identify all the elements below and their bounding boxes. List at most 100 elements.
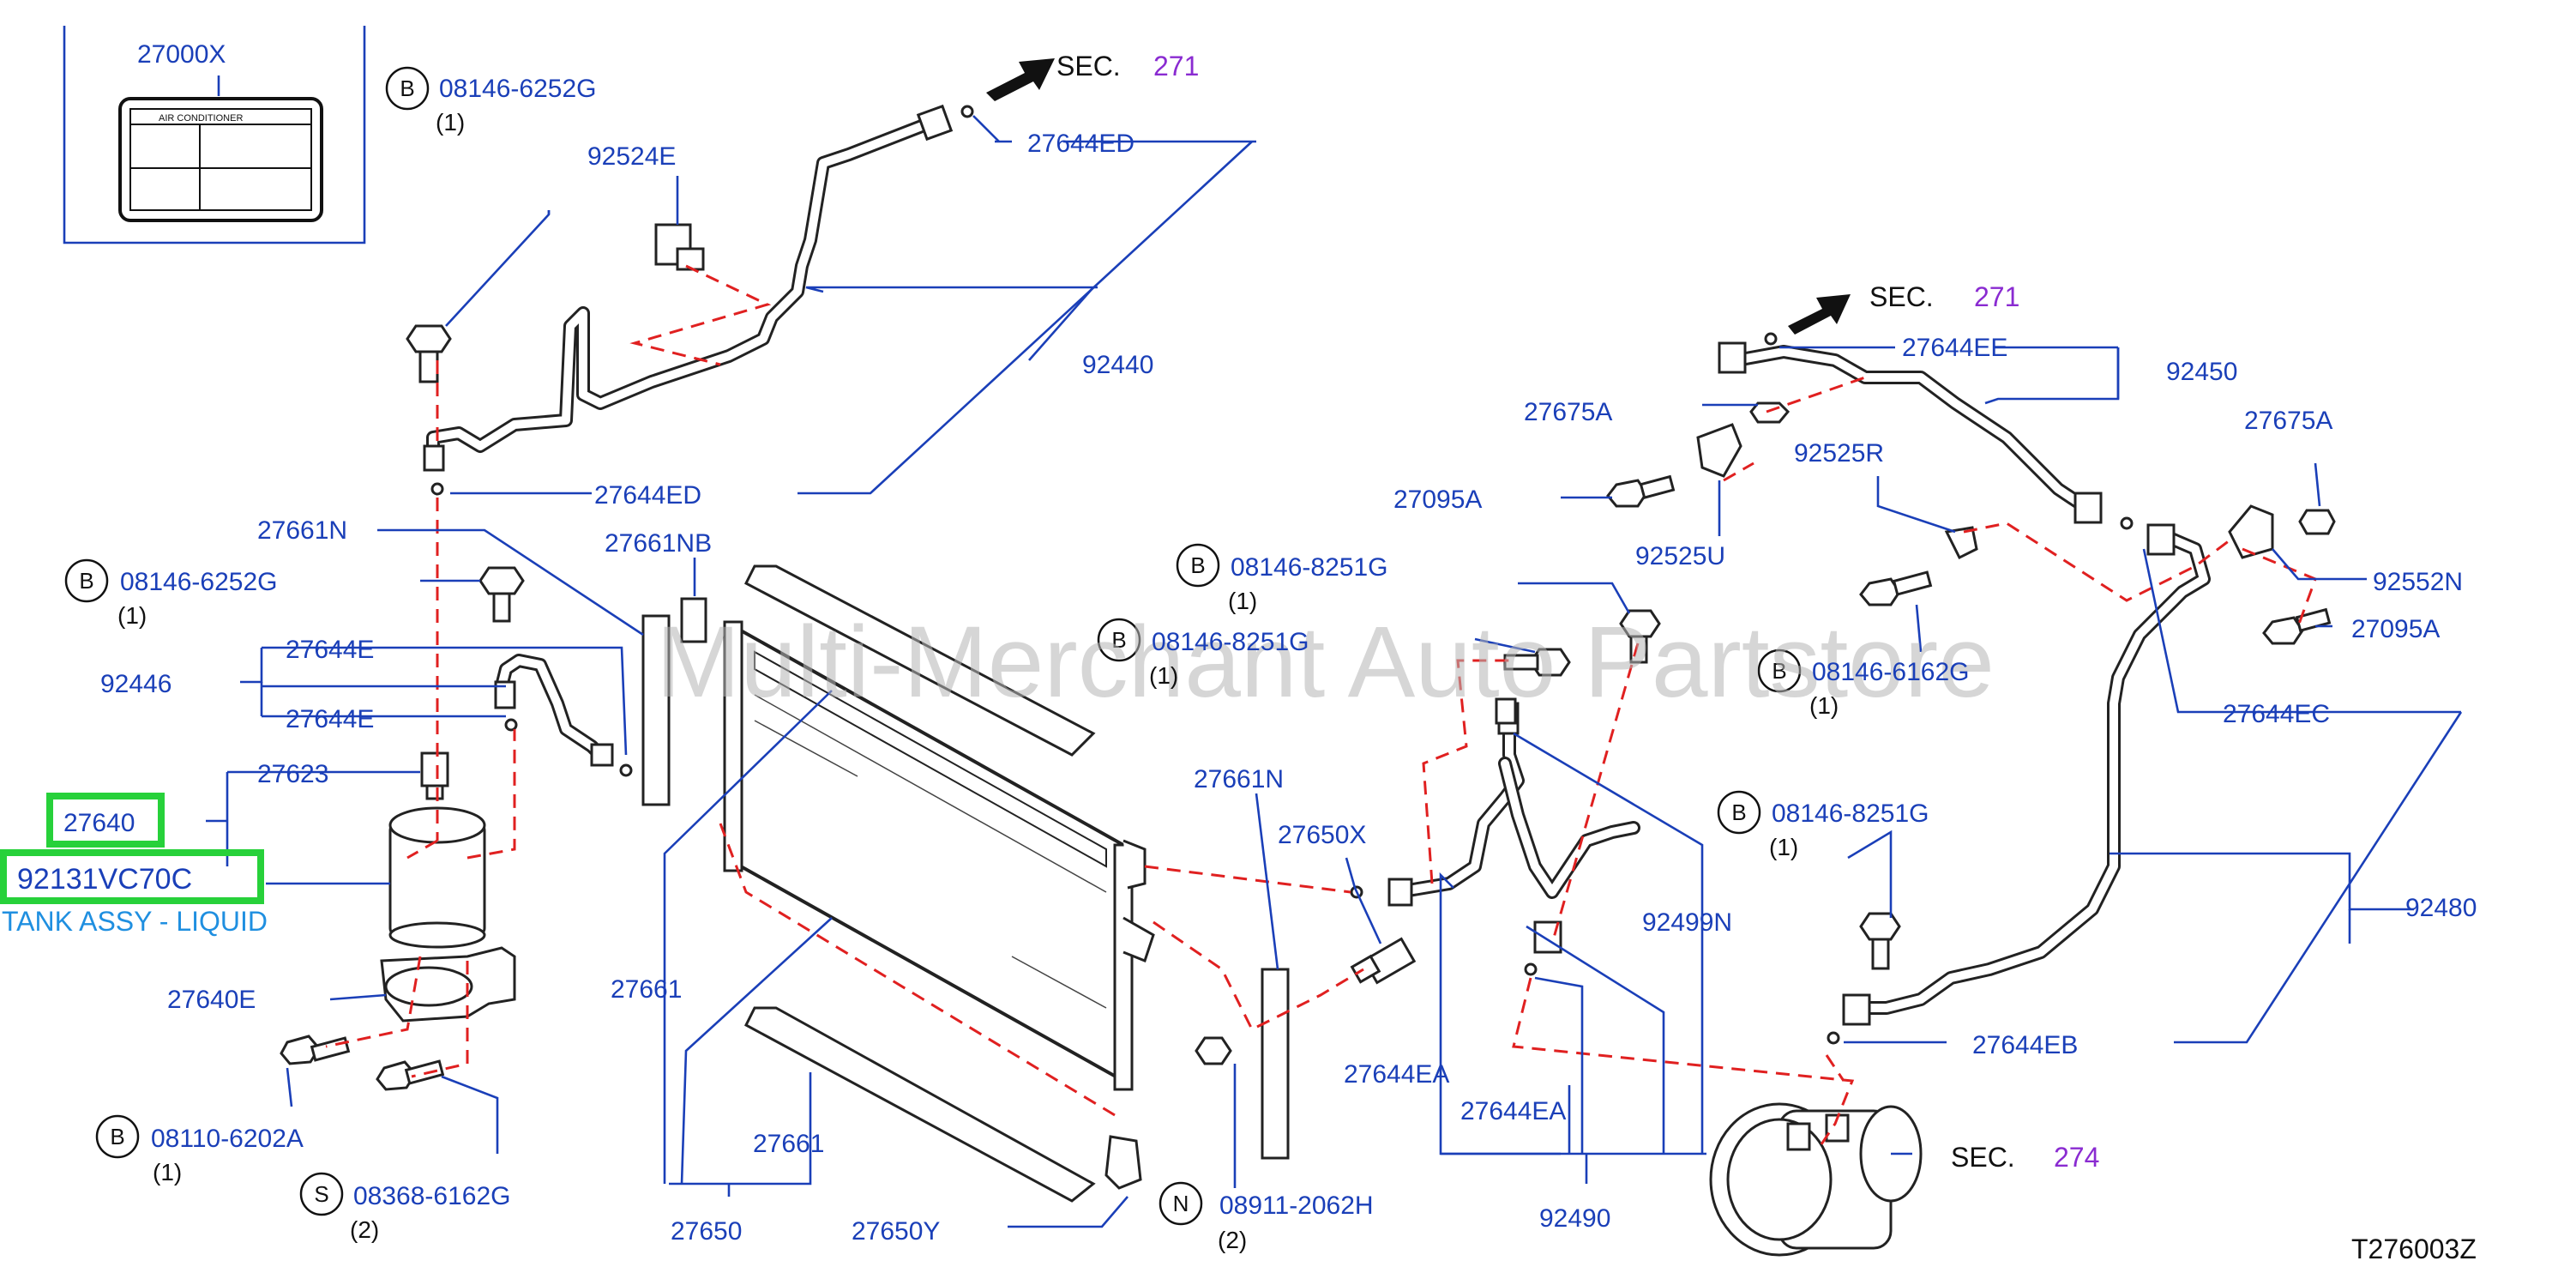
bolt-27675A-b [2298,509,2336,535]
label-27675A-b[interactable]: 27675A [2244,407,2332,435]
label-27650X[interactable]: 27650X [1278,821,1366,849]
label-27650Y[interactable]: 27650Y [852,1217,940,1246]
leader-lines [206,115,2463,1228]
label-92525R[interactable]: 92525R [1794,439,1884,468]
ac-label-caption: AIR CONDITIONER [159,113,243,124]
qty-08368-6162G: (2) [350,1216,379,1243]
qty-08911-2062H: (2) [1218,1227,1247,1253]
bracket-27640E [380,946,516,1023]
label-27623[interactable]: 27623 [257,760,328,788]
label-27644ED-top[interactable]: 27644ED [1027,130,1135,158]
qty-08146-6252G-top: (1) [436,109,465,136]
label-92480[interactable]: 92480 [2405,894,2477,922]
label-08146-6252G-top[interactable]: 08146-6252G [439,75,597,103]
diagram-reference-code: T276003Z [2351,1234,2477,1264]
bolt-08146-8251G-a [1619,609,1661,664]
pipe-92440 [423,104,974,496]
compressor-sec-274 [1709,1102,1923,1257]
label-92552N[interactable]: 92552N [2373,568,2463,596]
label-27644E-b[interactable]: 27644E [286,705,374,733]
label-92446[interactable]: 92446 [100,670,172,698]
qty-08146-6162G: (1) [1809,692,1839,719]
pipe-92480 [1827,516,2211,1045]
sensor-27650X [1350,937,1417,985]
label-08368-6162G[interactable]: 08368-6162G [353,1182,511,1210]
sec-link-271-right[interactable]: 271 [1974,281,2019,312]
bolt-08368-6162G [376,1059,445,1091]
label-27644EC[interactable]: 27644EC [2223,700,2330,728]
sec-link-274[interactable]: 274 [2054,1142,2099,1173]
pipe-92450 [1718,332,2103,524]
label-27661-b[interactable]: 27661 [753,1130,824,1158]
condenser-27650 [723,620,1155,1091]
circle-letter-s-08368-6162G: S [314,1181,328,1207]
bolt-27095A-b [2262,607,2332,645]
circle-letter-b-08146-8251G-b: B [1111,627,1126,653]
bracket-27650Y [1104,1135,1142,1190]
label-92525U[interactable]: 92525U [1635,542,1725,570]
qty-08146-8251G-a: (1) [1228,588,1257,614]
label-27644EB[interactable]: 27644EB [1972,1031,2078,1059]
arrow-to-sec-271-right-icon [1788,294,1851,335]
label-27644E-a[interactable]: 27644E [286,636,374,664]
clamp-92525R [1944,526,1978,560]
watermark: Multi-Merchant Auto Partstore [656,606,1995,719]
circle-letter-b-08146-8251G-c: B [1731,799,1746,825]
label-27675A-a[interactable]: 27675A [1524,398,1612,426]
label-27000X[interactable]: 27000X [137,40,226,69]
label-92440[interactable]: 92440 [1082,351,1153,379]
circle-letter-b-08110-6202A: B [110,1124,124,1149]
bolt-08110-6202A [280,1035,351,1065]
label-27095A-a[interactable]: 27095A [1393,486,1482,514]
clip-92524E [654,223,705,271]
bolt-08146-6162G [1859,570,1933,606]
highlight-box-27640 [46,793,165,848]
highlight-box-92131VC70C [0,849,264,904]
labels: 27000X 08146-6252G (1) 92524E SEC. 271 2… [2,40,2477,1264]
seal-27661NB [680,597,707,643]
label-08110-6202A[interactable]: 08110-6202A [151,1125,304,1153]
label-08911-2062H[interactable]: 08911-2062H [1219,1192,1374,1220]
label-08146-8251G-c[interactable]: 08146-8251G [1772,799,1929,828]
ac-label-plate [118,97,323,222]
label-27095A-b[interactable]: 27095A [2351,615,2440,643]
switch-27623 [420,751,449,800]
label-27661N-left[interactable]: 27661N [257,516,347,545]
label-92450[interactable]: 92450 [2166,358,2237,386]
dashed-connections [325,264,2317,1150]
seal-lower-27661 [744,1006,1096,1203]
bolt-08146-6252G-top [406,324,452,383]
bolt-08146-8251G-c [1859,912,1901,970]
label-27640[interactable]: 27640 [63,809,135,837]
circle-letter-n-08911-2062H: N [1173,1191,1189,1216]
label-92490[interactable]: 92490 [1539,1204,1610,1233]
sec-link-271-top[interactable]: 271 [1153,51,1199,81]
label-08146-8251G-a[interactable]: 08146-8251G [1231,553,1388,582]
label-27661-a[interactable]: 27661 [611,975,682,1004]
pipe-92499N [1498,757,1640,976]
label-92131VC70C[interactable]: 92131VC70C [17,863,192,896]
label-08146-6252G-mid[interactable]: 08146-6252G [120,568,278,596]
label-08146-8251G-b[interactable]: 08146-8251G [1152,628,1309,656]
clamp-92525U [1696,423,1742,478]
pipe-92446 [494,654,633,777]
label-27661NB[interactable]: 27661NB [605,529,712,558]
label-27644EA-b[interactable]: 27644EA [1460,1097,1566,1125]
nut-08911-2062H [1195,1036,1232,1065]
label-27644ED-mid[interactable]: 27644ED [594,481,701,510]
label-27640E[interactable]: 27640E [167,986,256,1014]
tank-description: TANK ASSY - LIQUID [2,906,268,937]
label-27650[interactable]: 27650 [671,1217,742,1246]
qty-08146-6252G-mid: (1) [117,602,147,629]
qty-08110-6202A: (1) [153,1159,182,1186]
seal-27661N-left [641,614,671,806]
label-08146-6162G[interactable]: 08146-6162G [1812,658,1970,686]
label-27644EA-a[interactable]: 27644EA [1344,1060,1449,1089]
label-92499N[interactable]: 92499N [1642,908,1732,937]
label-27644EE[interactable]: 27644EE [1902,334,2007,362]
receiver-tank [388,806,486,949]
circle-letter-b-08146-6252G-mid: B [79,568,93,594]
label-27661N-mid[interactable]: 27661N [1194,765,1284,793]
label-92524E[interactable]: 92524E [587,142,676,171]
fitting-92499N-top [1495,697,1517,725]
